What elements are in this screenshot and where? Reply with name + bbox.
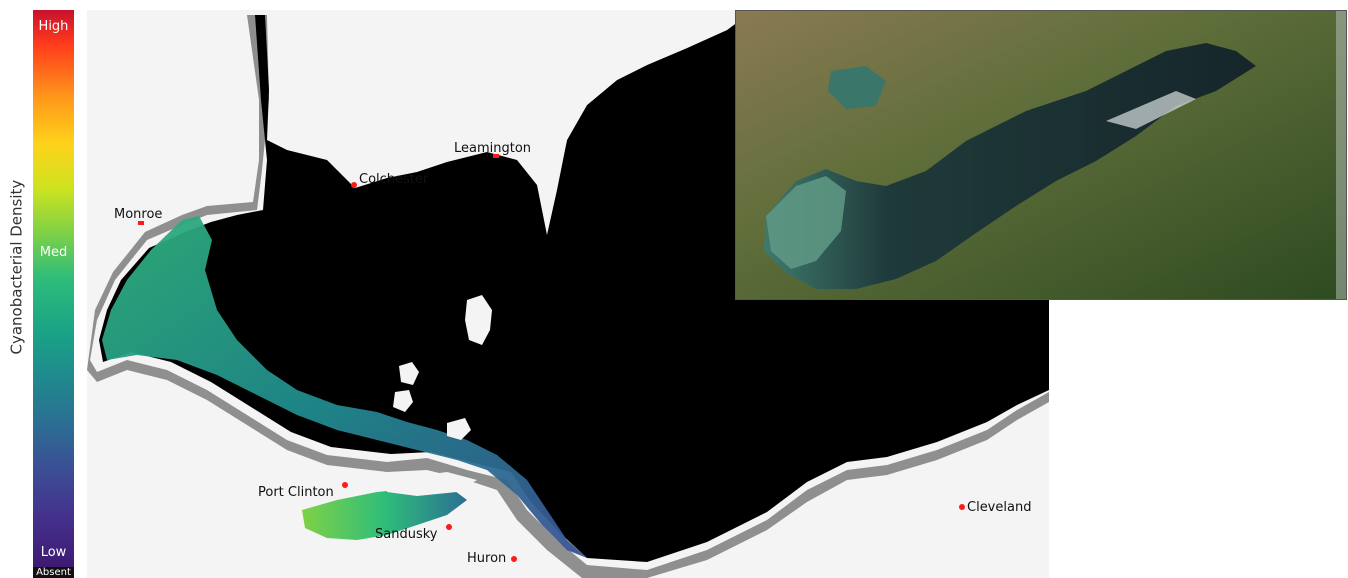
island-c <box>447 418 471 440</box>
city-port-clinton: Port Clinton <box>258 482 348 500</box>
city-label: Cleveland <box>967 500 1031 515</box>
island-b <box>393 390 413 412</box>
city-label: Leamington <box>454 141 531 156</box>
pelee-island <box>465 295 492 345</box>
ontario-shore <box>387 15 747 232</box>
lake-st-clair <box>828 66 886 109</box>
sun-glint <box>1106 91 1196 129</box>
city-monroe: Monroe <box>114 207 162 225</box>
city-colchester: Colchester <box>351 172 429 188</box>
city-sandusky: Sandusky <box>375 524 452 542</box>
city-huron: Huron <box>467 551 517 566</box>
city-label: Monroe <box>114 207 162 222</box>
city-label: Huron <box>467 551 506 566</box>
satellite-bloom <box>766 176 846 269</box>
city-leamington: Leamington <box>454 141 531 158</box>
satellite-edge <box>1336 11 1346 299</box>
colorbar-high-label: High <box>38 19 69 34</box>
colorbar-absent-label: Absent <box>33 567 74 578</box>
satellite-lake-erie <box>764 43 1256 289</box>
satellite-inset <box>735 10 1347 300</box>
island-a <box>399 362 419 385</box>
legend-axis-label: Cyanobacterial Density <box>7 179 26 355</box>
colorbar <box>33 10 74 567</box>
city-label: Colchester <box>359 172 429 187</box>
city-cleveland: Cleveland <box>959 500 1031 515</box>
detroit-shore <box>269 15 387 180</box>
city-label: Sandusky <box>375 527 438 542</box>
colorbar-med-label: Med <box>39 245 68 260</box>
marblehead-peninsula <box>387 472 477 496</box>
city-label: Port Clinton <box>258 485 334 500</box>
colorbar-low-label: Low <box>40 545 67 560</box>
bloom-sandusky-bay <box>302 485 467 540</box>
